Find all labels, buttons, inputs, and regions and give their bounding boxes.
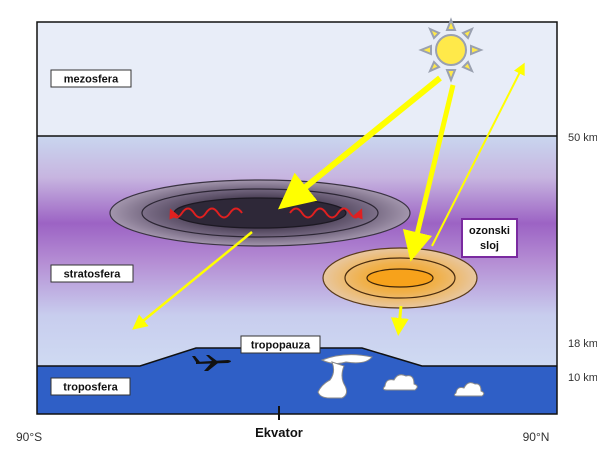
latitude-north-label: 90°N bbox=[523, 430, 550, 444]
sun-icon bbox=[418, 17, 484, 83]
cloud-icon bbox=[382, 374, 418, 391]
latitude-south-label: 90°S bbox=[16, 430, 42, 444]
altitude-18km-label: 18 km bbox=[568, 338, 597, 350]
ozone-layer-label-line1: ozonski bbox=[469, 225, 510, 237]
tropopause-label-text: tropopauza bbox=[251, 340, 311, 352]
equator-label: Ekvator bbox=[255, 425, 303, 440]
stratosphere-label: stratosfera bbox=[50, 264, 134, 283]
troposphere-layer bbox=[37, 348, 557, 414]
tropopause-label: tropopauza bbox=[240, 335, 321, 354]
altitude-10km-label: 10 km bbox=[568, 372, 597, 384]
ozone-layer-label-line2: sloj bbox=[480, 240, 499, 252]
mesosphere-label-text: mezosfera bbox=[64, 74, 119, 86]
diagram-frame bbox=[36, 21, 558, 415]
cloud-icon bbox=[453, 382, 485, 397]
airplane-icon bbox=[192, 355, 231, 371]
ozone-cloud-lower bbox=[322, 247, 478, 309]
troposphere-label-text: troposfera bbox=[63, 382, 118, 394]
sun-ray-arrows bbox=[132, 62, 525, 336]
stratosphere-label-text: stratosfera bbox=[64, 269, 122, 281]
ozone-layer-label: ozonski sloj bbox=[461, 218, 518, 258]
altitude-50km-label: 50 km bbox=[568, 132, 597, 144]
ozone-cloud-upper bbox=[109, 179, 411, 247]
troposphere-label: troposfera bbox=[50, 377, 131, 396]
mesosphere-label: mezosfera bbox=[50, 69, 132, 88]
wave-arrow-right bbox=[289, 207, 363, 220]
cloud-cumulonimbus-icon bbox=[317, 354, 373, 399]
wave-arrow-left bbox=[169, 207, 243, 220]
